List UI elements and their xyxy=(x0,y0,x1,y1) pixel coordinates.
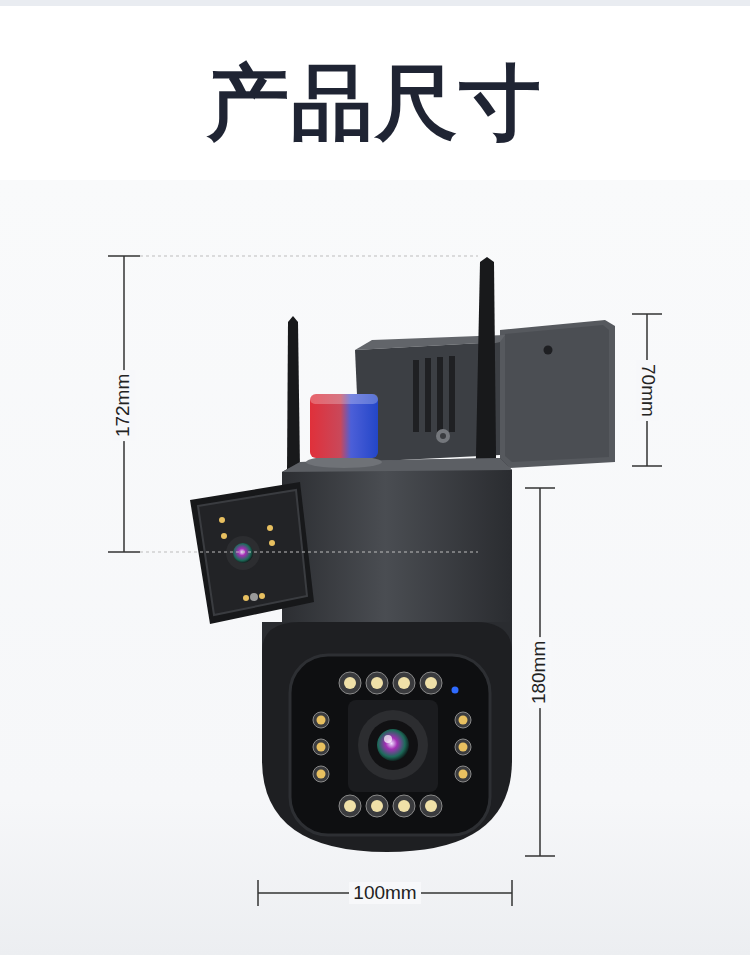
extension-line xyxy=(140,256,478,552)
dimension-line xyxy=(257,880,259,906)
led xyxy=(313,739,329,755)
wall-bracket xyxy=(436,429,450,443)
dome-camera xyxy=(348,700,438,792)
dome-camera xyxy=(452,687,459,694)
led xyxy=(455,712,471,728)
wall-bracket xyxy=(449,356,455,432)
led xyxy=(459,716,468,725)
dome-camera xyxy=(262,622,512,852)
dimension-label: 70mm xyxy=(636,360,659,421)
wall-bracket xyxy=(544,346,553,355)
extension-line xyxy=(140,552,478,553)
led xyxy=(459,770,468,779)
siren-light xyxy=(310,394,378,404)
led xyxy=(366,672,388,694)
led xyxy=(313,766,329,782)
led xyxy=(455,766,471,782)
dimension-line xyxy=(525,487,555,489)
dimension-line xyxy=(632,313,662,315)
side-camera xyxy=(250,593,258,601)
led xyxy=(317,770,326,779)
dimension-label: 172mm xyxy=(113,369,136,440)
led xyxy=(313,712,329,728)
side-camera xyxy=(259,593,265,599)
dome-camera xyxy=(290,655,490,835)
led xyxy=(425,800,437,812)
side-camera xyxy=(190,482,314,624)
led xyxy=(317,716,326,725)
dimension-line xyxy=(108,551,140,553)
side-camera xyxy=(269,540,275,546)
led xyxy=(339,672,361,694)
dome-camera xyxy=(384,735,392,743)
camera-body xyxy=(282,458,512,642)
background xyxy=(0,0,750,6)
led xyxy=(344,800,356,812)
led xyxy=(313,672,471,817)
side-camera xyxy=(190,482,314,624)
led xyxy=(398,677,410,689)
wall-bracket xyxy=(505,325,609,462)
camera-body xyxy=(282,458,512,642)
side-camera xyxy=(233,543,253,563)
dome-camera xyxy=(368,720,418,770)
led xyxy=(339,795,361,817)
led xyxy=(371,800,383,812)
wall-bracket xyxy=(413,360,419,432)
led xyxy=(344,677,356,689)
page-title: 产品尺寸 xyxy=(0,58,750,148)
side-camera xyxy=(221,533,227,539)
wall-bracket xyxy=(440,433,446,439)
wall-bracket xyxy=(500,320,615,468)
dimension-label: 100mm xyxy=(349,882,420,905)
dome-camera xyxy=(262,622,512,852)
dome-camera xyxy=(377,729,409,761)
dimension-line xyxy=(632,465,662,467)
dimension-line xyxy=(511,880,513,906)
led xyxy=(420,795,442,817)
dome-camera xyxy=(358,710,428,780)
side-camera xyxy=(267,525,273,531)
side-camera xyxy=(219,517,225,523)
side-camera xyxy=(226,536,260,570)
wall-bracket xyxy=(425,358,431,432)
dimension-line xyxy=(525,855,555,857)
led xyxy=(420,672,442,694)
led xyxy=(398,800,410,812)
extension-line xyxy=(140,256,478,257)
siren-light xyxy=(306,394,382,468)
side-camera xyxy=(243,595,249,601)
dimension-line xyxy=(108,256,662,906)
antenna xyxy=(287,316,300,470)
background xyxy=(0,180,750,955)
dimension-label: 180mm xyxy=(529,636,552,707)
wall-bracket xyxy=(437,357,443,432)
led xyxy=(455,739,471,755)
dimension-line xyxy=(108,255,140,257)
led xyxy=(393,795,415,817)
siren-light xyxy=(310,394,378,458)
led xyxy=(459,743,468,752)
led xyxy=(371,677,383,689)
led xyxy=(393,672,415,694)
led xyxy=(425,677,437,689)
led xyxy=(317,743,326,752)
led xyxy=(366,795,388,817)
